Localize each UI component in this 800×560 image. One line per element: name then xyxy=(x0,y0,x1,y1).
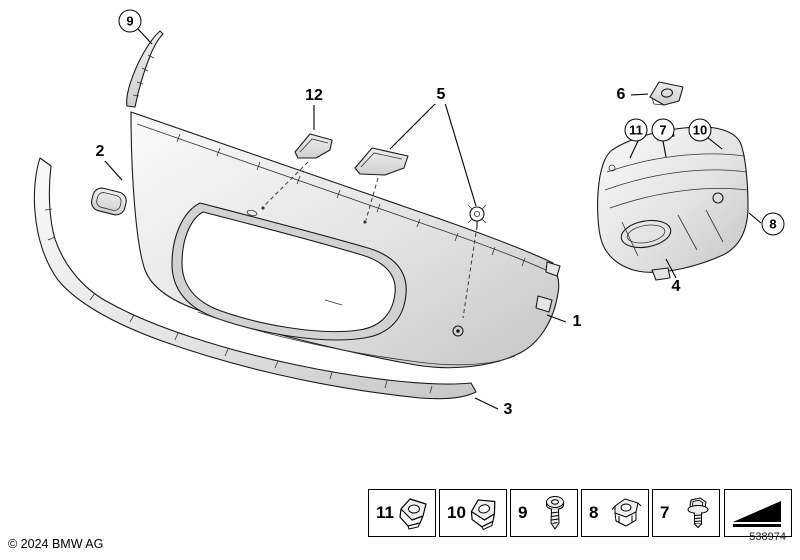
callout-8[interactable]: 8 xyxy=(761,212,785,236)
part-4-carrier-bracket-drawing xyxy=(597,126,749,281)
self-tapping-screw-icon xyxy=(546,496,564,530)
hex-flange-bolt-icon xyxy=(687,497,709,529)
legend-item-10[interactable]: 10 xyxy=(439,489,507,537)
legend-item-label: 8 xyxy=(589,503,599,522)
part-2-cover-cap-drawing xyxy=(90,187,127,216)
diagram-number: 538974 xyxy=(749,531,786,543)
direction-of-travel-box xyxy=(724,489,792,537)
part-1-bumper-panel-drawing xyxy=(130,111,561,369)
u-clip-nut-icon xyxy=(399,498,427,530)
part-6-clip-drawing xyxy=(649,81,684,106)
callout-1[interactable]: 1 xyxy=(570,313,584,331)
assembly-dashed-lines xyxy=(261,161,478,319)
callout-5[interactable]: 5 xyxy=(434,86,448,104)
callout-10[interactable]: 10 xyxy=(688,118,712,142)
part-12-bracket-drawing xyxy=(294,133,333,159)
callout-12[interactable]: 12 xyxy=(303,87,325,105)
callout-3[interactable]: 3 xyxy=(501,401,515,419)
legend-item-11[interactable]: 11 xyxy=(368,489,436,537)
part-5-bracket-drawing xyxy=(354,147,409,176)
direction-of-travel-arrow-icon xyxy=(733,501,781,527)
legend-item-7[interactable]: 7 xyxy=(652,489,720,537)
legend-item-label: 7 xyxy=(660,503,670,522)
callout-2[interactable]: 2 xyxy=(93,143,107,161)
fastener-legend: 11 10 9 xyxy=(368,489,720,537)
callout-4[interactable]: 4 xyxy=(669,278,683,296)
u-clip-nut-icon xyxy=(470,499,496,531)
leader-lines xyxy=(103,28,762,410)
copyright-text: © 2024 BMW AG xyxy=(8,537,104,551)
legend-item-9[interactable]: 9 xyxy=(510,489,578,537)
callout-7[interactable]: 7 xyxy=(651,118,675,142)
legend-item-label: 11 xyxy=(376,503,394,522)
legend-item-label: 9 xyxy=(518,503,528,522)
callout-6[interactable]: 6 xyxy=(614,86,628,104)
legend-item-label: 10 xyxy=(447,503,466,522)
clip-nut-icon xyxy=(611,498,642,527)
part-3-lower-trim-strip-drawing xyxy=(33,157,477,400)
callout-9[interactable]: 9 xyxy=(118,9,142,33)
part-9-trim-strip-drawing xyxy=(126,30,164,108)
callout-11[interactable]: 11 xyxy=(624,118,648,142)
legend-item-8[interactable]: 8 xyxy=(581,489,649,537)
part-5-grommet-drawing xyxy=(467,204,487,229)
